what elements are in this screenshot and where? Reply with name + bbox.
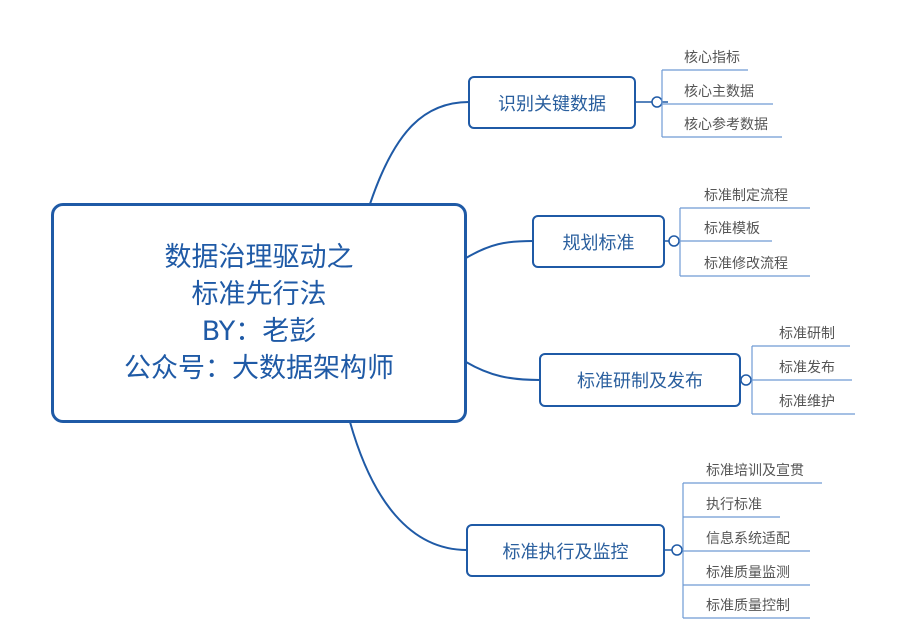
leaf-3-1[interactable]: 标准研制 <box>779 326 835 342</box>
leaf-2-1[interactable]: 标准制定流程 <box>704 188 788 204</box>
branch-topic-1[interactable]: 识别关键数据 <box>468 76 636 129</box>
collapse-toggle-4[interactable] <box>671 544 683 556</box>
leaf-1-3[interactable]: 核心参考数据 <box>684 117 768 133</box>
root-line-3: BY：老彭 <box>201 316 317 347</box>
branch-topic-2[interactable]: 规划标准 <box>532 215 665 268</box>
leaf-1-2[interactable]: 核心主数据 <box>684 84 754 100</box>
connector-root-branch-4 <box>349 421 468 551</box>
leaf-4-3[interactable]: 信息系统适配 <box>706 531 790 547</box>
leaf-4-1[interactable]: 标准培训及宣贯 <box>706 463 804 479</box>
root-topic[interactable]: 数据治理驱动之 标准先行法 BY：老彭 公众号：大数据架构师 <box>51 203 467 423</box>
collapse-toggle-3[interactable] <box>740 374 752 386</box>
root-line-4: 公众号：大数据架构师 <box>124 353 394 384</box>
leaf-2-3[interactable]: 标准修改流程 <box>704 256 788 272</box>
root-line-1: 数据治理驱动之 <box>164 242 354 273</box>
collapse-toggle-2[interactable] <box>668 235 680 247</box>
root-line-2: 标准先行法 <box>191 279 327 310</box>
connector-root-branch-1 <box>369 101 470 205</box>
leaf-2-2[interactable]: 标准模板 <box>704 221 760 237</box>
root-topic-text: 数据治理驱动之 标准先行法 BY：老彭 公众号：大数据架构师 <box>124 239 394 387</box>
branch-topic-3[interactable]: 标准研制及发布 <box>539 353 741 407</box>
leaf-3-3[interactable]: 标准维护 <box>779 394 835 410</box>
leaf-4-4[interactable]: 标准质量监测 <box>706 565 790 581</box>
leaf-4-2[interactable]: 执行标准 <box>706 497 762 513</box>
collapse-toggle-1[interactable] <box>651 96 663 108</box>
branch-topic-4[interactable]: 标准执行及监控 <box>466 524 665 577</box>
connector-root-branch-2 <box>465 240 534 259</box>
leaf-4-5[interactable]: 标准质量控制 <box>706 598 790 614</box>
connector-root-branch-3 <box>465 361 541 381</box>
leaf-3-2[interactable]: 标准发布 <box>779 360 835 376</box>
leaf-1-1[interactable]: 核心指标 <box>684 50 740 66</box>
